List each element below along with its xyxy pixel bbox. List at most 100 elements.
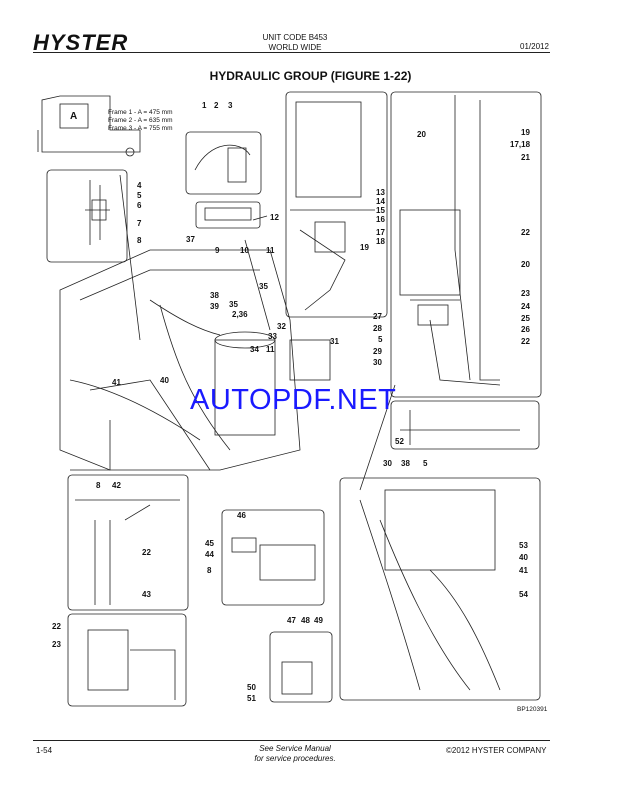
footer-note: See Service Manual for service procedure… [240,744,350,764]
callout-42: 42 [112,481,121,490]
callout-23b: 23 [52,640,61,649]
callout-53: 53 [519,541,528,550]
callout-35: 35 [259,282,268,291]
callout-40b: 40 [519,553,528,562]
control-valve [384,489,496,571]
callout-38b: 38 [401,459,410,468]
callout-22b: 22 [521,337,530,346]
callout-31: 31 [330,337,339,346]
frame-a-box [59,103,89,129]
header-date: 01/2012 [520,42,549,51]
callout-45: 45 [205,539,214,548]
frame-note-2: Frame 2 - A = 635 mm [108,117,173,124]
frame-note-1: Frame 1 - A = 475 mm [108,109,173,116]
callout-14: 14 [376,197,385,206]
callout-22d: 22 [52,622,61,631]
callout-35b: 35 [229,300,238,309]
callout-33: 33 [268,332,277,341]
callout-7: 7 [137,219,142,228]
callout-34: 34 [250,345,259,354]
callout-8b: 8 [96,481,101,490]
watermark-text: AUTOPDF.NET [190,384,397,416]
unit-code: UNIT CODE B453 WORLD WIDE [255,33,335,53]
truck-outline [41,95,141,153]
callout-46: 46 [237,511,246,520]
callout-52: 52 [395,437,404,446]
callout-26: 26 [521,325,530,334]
pump-motor [214,339,276,436]
inset-50-box [269,631,333,703]
pump-body [399,209,461,296]
callout-30b: 30 [383,459,392,468]
callout-25: 25 [521,314,530,323]
inset-valve-44-box [221,509,325,606]
callout-32: 32 [277,322,286,331]
callout-54: 54 [519,590,528,599]
callout-2-36: 2,36 [232,310,248,319]
callout-22c: 22 [142,548,151,557]
callout-21: 21 [521,153,530,162]
valve-assembly-box [339,477,541,701]
callout-17: 17 [376,228,385,237]
callout-50: 50 [247,683,256,692]
footer-note-line2: for service procedures. [254,754,336,763]
callout-16: 16 [376,215,385,224]
callout-23: 23 [521,289,530,298]
callout-47: 47 [287,616,296,625]
callout-8c: 8 [207,566,212,575]
callout-43: 43 [142,590,151,599]
inset-52-box [390,400,540,450]
callout-11: 11 [266,246,275,255]
callout-29: 29 [373,347,382,356]
callout-4: 4 [137,181,142,190]
figure-id: BP120391 [517,706,548,713]
unit-code-line1: UNIT CODE B453 [262,33,328,42]
callout-19b: 19 [521,128,530,137]
callout-10: 10 [240,246,249,255]
callout-39: 39 [210,302,219,311]
callout-15: 15 [376,206,385,215]
pump-inset-box [390,91,542,398]
callout-8: 8 [137,236,142,245]
inset-fitting-box [185,131,262,195]
callout-27: 27 [373,312,382,321]
callout-20b: 20 [521,260,530,269]
callout-40: 40 [160,376,169,385]
inset-23-box [67,613,187,707]
inset-valve-box [46,169,128,263]
callout-2: 2 [214,101,219,110]
callout-37: 37 [186,235,195,244]
inset-block-box [195,201,261,229]
copyright: ©2012 HYSTER COMPANY [446,746,547,755]
callout-1: 1 [202,101,207,110]
callout-28: 28 [373,324,382,333]
callout-5: 5 [137,191,142,200]
callout-20a: 20 [417,130,426,139]
callout-41: 41 [112,378,121,387]
callout-11b: 11 [266,345,275,354]
hyster-logo: HYSTER [33,30,129,55]
frame-letter: A [70,111,78,122]
main-frame [59,249,301,471]
footer-rule [33,740,550,741]
callout-30: 30 [373,358,382,367]
callout-3: 3 [228,101,233,110]
callout-22a: 22 [521,228,530,237]
unit-code-line2: WORLD WIDE [268,43,322,52]
frame-note-3: Frame 3 - A = 755 mm [108,125,173,132]
callout-5c: 5 [423,459,428,468]
callout-17-18: 17,18 [510,140,531,149]
motor-inset-box [285,91,388,318]
motor-body [295,101,362,198]
callout-48: 48 [301,616,310,625]
callout-24: 24 [521,302,530,311]
callout-38: 38 [210,291,219,300]
callout-41b: 41 [519,566,528,575]
callout-9: 9 [215,246,220,255]
header-rule [33,52,550,53]
callout-5b: 5 [378,335,383,344]
callout-49: 49 [314,616,323,625]
page-title: HYDRAULIC GROUP (FIGURE 1-22) [209,69,412,83]
frame-notes: Frame 1 - A = 475 mm Frame 2 - A = 635 m… [108,109,172,133]
